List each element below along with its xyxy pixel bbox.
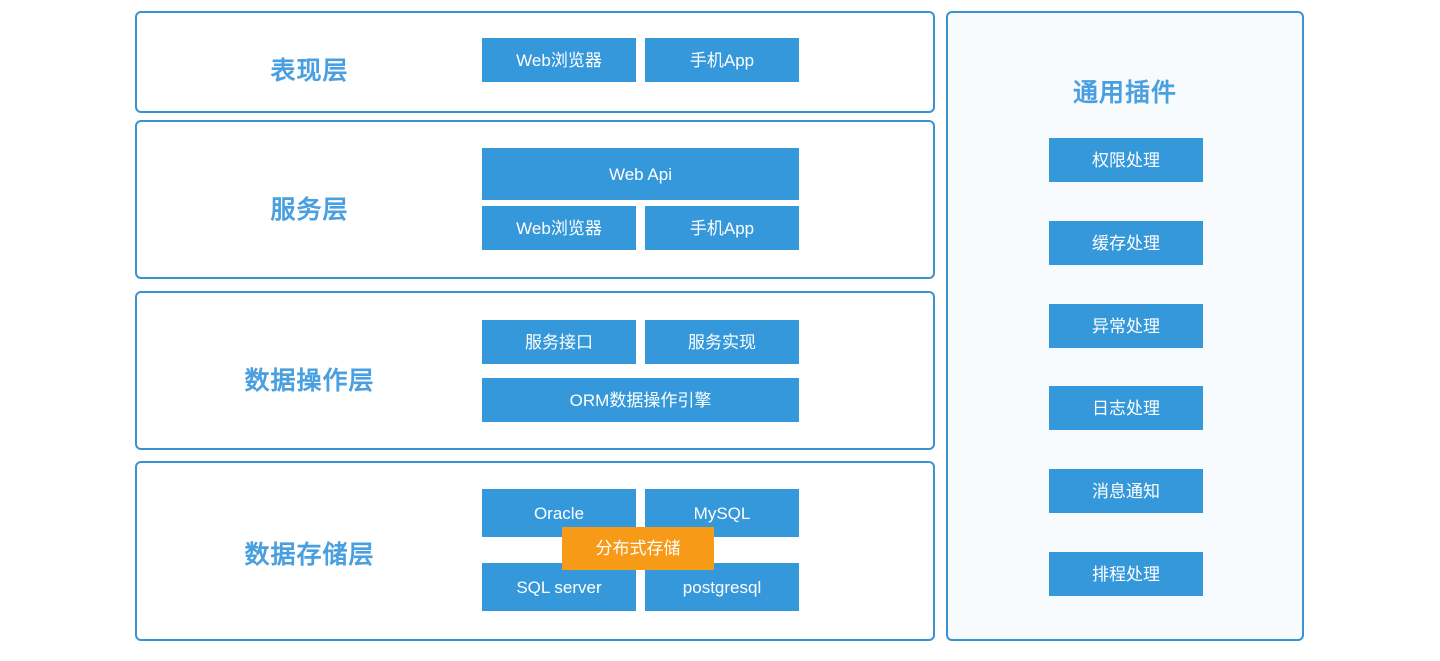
box-storage-postgresql[interactable]: postgresql xyxy=(645,563,799,611)
layer-panel-presentation: 表现层 Web浏览器 手机App xyxy=(135,11,935,113)
plugin-box-exception[interactable]: 异常处理 xyxy=(1049,304,1203,348)
plugin-box-permission[interactable]: 权限处理 xyxy=(1049,138,1203,182)
plugin-panel-title: 通用插件 xyxy=(1072,79,1177,107)
box-presentation-mobile-app[interactable]: 手机App xyxy=(645,38,799,82)
layer-label-service: 服务层 xyxy=(270,196,349,224)
box-data-operation-service-implementation[interactable]: 服务实现 xyxy=(645,320,799,364)
box-storage-distributed-storage[interactable]: 分布式存储 xyxy=(562,527,714,570)
box-service-web-api[interactable]: Web Api xyxy=(482,148,799,200)
box-data-operation-service-interface[interactable]: 服务接口 xyxy=(482,320,636,364)
layer-label-data-operation: 数据操作层 xyxy=(244,367,375,395)
plugin-box-cache[interactable]: 缓存处理 xyxy=(1049,221,1203,265)
layer-panel-data-storage: 数据存储层 Oracle MySQL SQL server postgresql… xyxy=(135,461,935,641)
plugin-box-scheduling[interactable]: 排程处理 xyxy=(1049,552,1203,596)
box-presentation-web-browser[interactable]: Web浏览器 xyxy=(482,38,636,82)
layer-label-data-storage: 数据存储层 xyxy=(244,541,375,569)
plugin-box-log[interactable]: 日志处理 xyxy=(1049,386,1203,430)
plugin-box-message-notification[interactable]: 消息通知 xyxy=(1049,469,1203,513)
layer-panel-service: 服务层 Web Api Web浏览器 手机App xyxy=(135,120,935,279)
box-service-mobile-app[interactable]: 手机App xyxy=(645,206,799,250)
box-data-operation-orm-engine[interactable]: ORM数据操作引擎 xyxy=(482,378,799,422)
layer-label-presentation: 表现层 xyxy=(270,57,349,85)
box-service-web-browser[interactable]: Web浏览器 xyxy=(482,206,636,250)
box-storage-sql-server[interactable]: SQL server xyxy=(482,563,636,611)
layer-panel-data-operation: 数据操作层 服务接口 服务实现 ORM数据操作引擎 xyxy=(135,291,935,450)
plugin-panel: 通用插件 权限处理 缓存处理 异常处理 日志处理 消息通知 排程处理 xyxy=(946,11,1304,641)
box-storage-oracle[interactable]: Oracle xyxy=(482,489,636,537)
